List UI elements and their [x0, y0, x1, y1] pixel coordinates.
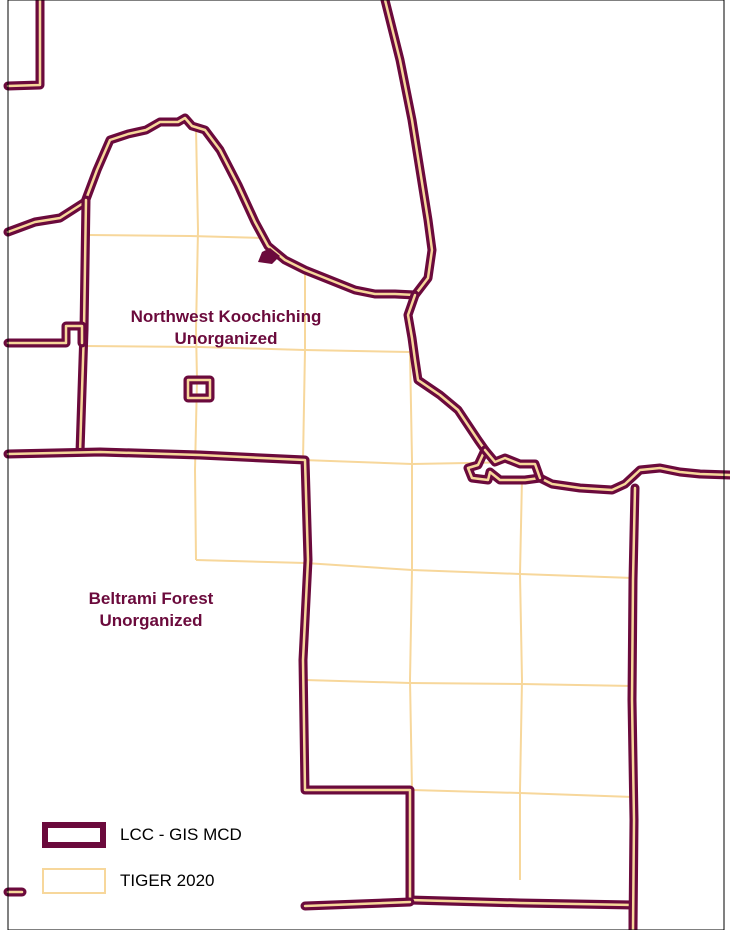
mcd-boundary-river-loop	[480, 445, 545, 483]
tiger-line	[195, 559, 634, 579]
mcd-boundary-river	[403, 290, 730, 495]
mcd-boundary-east	[627, 483, 640, 930]
tiger-line	[304, 679, 634, 687]
legend-swatch-mcd	[42, 822, 106, 848]
label-northwest-koochiching: Northwest Koochiching Unorganized	[112, 306, 340, 350]
mcd-boundary-top-left	[3, 0, 45, 91]
label-beltrami-forest: Beltrami Forest Unorganized	[56, 588, 246, 632]
tiger-line	[519, 477, 523, 880]
tiger-line	[83, 345, 411, 353]
legend-item-tiger: TIGER 2020	[40, 866, 290, 898]
mcd-island-parcel	[183, 375, 215, 403]
legend-label-mcd: LCC - GIS MCD	[120, 825, 242, 844]
tiger-2020-lines	[83, 127, 634, 880]
mcd-boundary-north	[3, 0, 437, 300]
tiger-line	[411, 789, 634, 798]
label-beltrami-forest-line2: Unorganized	[99, 611, 203, 630]
legend-item-mcd: LCC - GIS MCD	[40, 820, 290, 852]
label-beltrami-forest-line1: Beltrami Forest	[88, 589, 214, 608]
tiger-line	[409, 351, 413, 791]
tiger-line	[87, 234, 263, 239]
tiger-line	[194, 127, 199, 561]
mcd-boundaries	[3, 0, 730, 930]
legend-swatch-tiger	[42, 868, 106, 894]
label-northwest-koochiching-line1: Northwest Koochiching	[130, 307, 322, 326]
legend-label-tiger: TIGER 2020	[120, 871, 215, 890]
map-legend: LCC - GIS MCD TIGER 2020	[40, 820, 290, 904]
mcd-sliver-polygon	[258, 248, 280, 264]
tiger-line	[302, 273, 306, 461]
mcd-boundary-central	[3, 447, 638, 930]
mcd-boundary-left-notch	[3, 321, 87, 348]
map-neatline	[7, 0, 725, 930]
mcd-boundary-bottom-left	[3, 887, 415, 911]
label-northwest-koochiching-line2: Unorganized	[174, 329, 278, 348]
